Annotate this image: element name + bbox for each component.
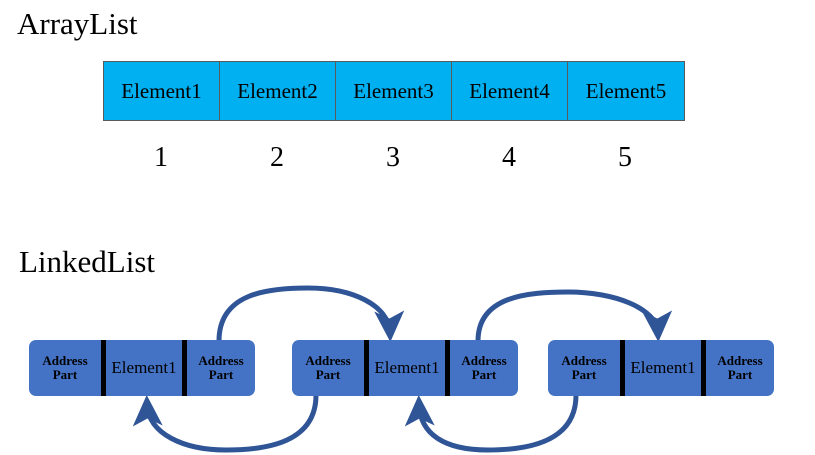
node-address-line1: Address [561, 353, 607, 369]
array-index-label: 3 [386, 142, 400, 173]
linkedlist-node: Address Part Element1 Address Part [548, 340, 774, 396]
node-address-line1: Address [42, 353, 88, 369]
array-index-label: 5 [618, 142, 632, 173]
node-address-part-left: Address Part [548, 340, 620, 396]
backward-link-node2-to-node1 [132, 394, 319, 453]
node-address-line2: Part [315, 367, 341, 382]
array-cell: Element5 [568, 62, 684, 120]
linkedlist-node: Address Part Element1 Address Part [29, 340, 255, 396]
node-divider-right [445, 340, 450, 396]
arraylist-title: ArrayList [17, 6, 138, 41]
node-address-line2: Part [571, 367, 597, 382]
node-element-part: Element1 [374, 358, 440, 378]
node-address-part-right: Address Part [187, 340, 255, 396]
array-cell: Element4 [452, 62, 568, 120]
node-address-part-left: Address Part [29, 340, 101, 396]
array-index-label: 1 [154, 142, 168, 173]
linkedlist-node: Address Part Element1 Address Part [292, 340, 518, 396]
node-divider-left [364, 340, 369, 396]
node-address-part-right: Address Part [706, 340, 774, 396]
array-index-label: 4 [502, 142, 516, 173]
linkedlist-title: LinkedList [19, 244, 156, 279]
node-address-line1: Address [198, 353, 244, 369]
node-address-line2: Part [52, 367, 78, 382]
array-cell: Element3 [336, 62, 452, 120]
node-divider-left [101, 340, 106, 396]
node-divider-left [620, 340, 625, 396]
node-address-line1: Address [717, 353, 763, 369]
forward-link-node1-to-node2 [216, 285, 405, 342]
node-element-part: Element1 [111, 358, 177, 378]
array-index-label: 2 [270, 142, 284, 173]
node-address-line2: Part [471, 367, 497, 382]
node-divider-right [182, 340, 187, 396]
node-address-line2: Part [208, 367, 234, 382]
forward-link-node2-to-node3 [475, 289, 673, 342]
node-address-part-left: Address Part [292, 340, 364, 396]
node-element-part: Element1 [630, 358, 696, 378]
node-address-part-right: Address Part [450, 340, 518, 396]
node-divider-right [701, 340, 706, 396]
node-address-line1: Address [461, 353, 507, 369]
array-cell: Element1 [104, 62, 220, 120]
node-address-line2: Part [727, 367, 753, 382]
arraylist-strip: Element1 Element2 Element3 Element4 Elem… [103, 61, 685, 121]
backward-link-node3-to-node2 [404, 394, 579, 453]
arraylist-index-row: 1 2 3 4 5 [103, 140, 683, 176]
node-address-line1: Address [305, 353, 351, 369]
array-cell: Element2 [220, 62, 336, 120]
